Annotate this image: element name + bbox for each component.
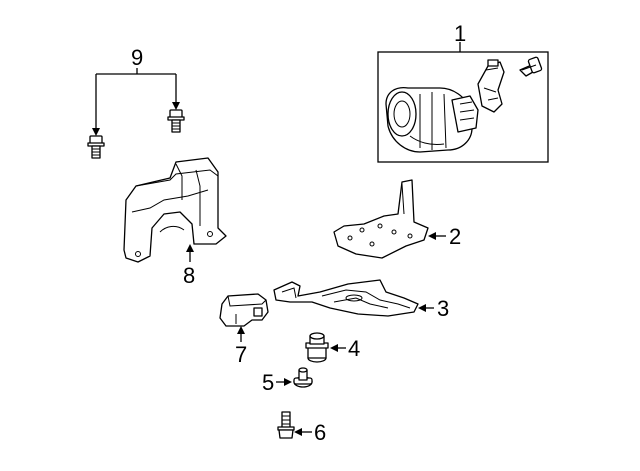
part-4-mount (305, 332, 329, 363)
callout-1: 1 (454, 21, 466, 46)
callout-6: 6 (314, 420, 326, 445)
part-1-group: 1 (377, 21, 549, 163)
callout-2: 2 (449, 224, 461, 249)
part-9-group: 9 (87, 45, 185, 159)
part-2-bracket (333, 179, 429, 259)
callout-4: 4 (348, 336, 360, 361)
bolt-right (167, 109, 185, 133)
callout-3: 3 (437, 296, 449, 321)
part-8-cover (123, 157, 227, 263)
part-7-bracket (219, 293, 269, 327)
actuator-bracket (477, 59, 505, 113)
actuator-screw (519, 56, 543, 77)
part-3-plate (273, 279, 419, 317)
callout-7: 7 (235, 342, 247, 367)
callout-5: 5 (262, 370, 274, 395)
actuator-motor (385, 86, 479, 153)
bolt-left (87, 135, 105, 159)
callout-8: 8 (183, 263, 195, 288)
part-6-bolt (277, 411, 295, 439)
callout-9: 9 (131, 45, 143, 70)
part-5-stud (293, 367, 313, 388)
